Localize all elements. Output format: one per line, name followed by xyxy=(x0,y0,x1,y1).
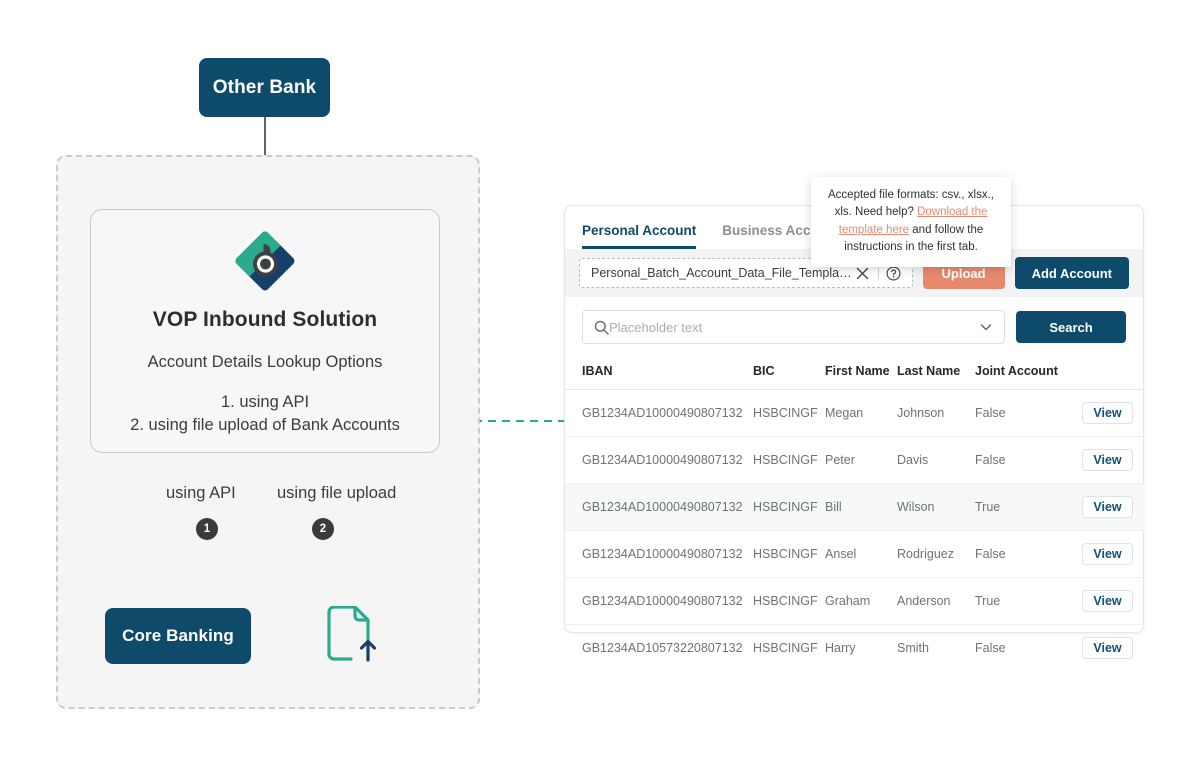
cell-actions: View xyxy=(1070,530,1145,578)
cell-iban: GB1234AD10000490807132 xyxy=(565,436,753,484)
table-row[interactable]: GB1234AD10573220807132 HSBCINGF Harry Smith… xyxy=(565,625,1145,672)
file-upload-icon xyxy=(325,605,377,667)
cell-actions: View xyxy=(1070,389,1145,437)
cell-iban: GB1234AD10573220807132 xyxy=(582,641,743,655)
cell-actions: View xyxy=(1070,625,1145,672)
column-header-actions xyxy=(1070,357,1145,390)
cell-joint-account: False xyxy=(975,436,1070,484)
vop-inbound-solution-card: VOP Inbound Solution Account Details Loo… xyxy=(90,209,440,453)
step-badge-2: 2 xyxy=(312,518,334,540)
cell-actions: View xyxy=(1070,577,1145,625)
cell-actions: View xyxy=(1070,436,1145,484)
file-upload-toolbar: Personal_Batch_Account_Data_File_Templat… xyxy=(565,249,1143,297)
view-button[interactable]: View xyxy=(1082,637,1133,659)
cell-iban: GB1234AD10000490807132 xyxy=(565,577,753,625)
cell-iban: GB1234AD10000490807132 xyxy=(565,389,753,437)
cell-bic: HSBCINGF xyxy=(753,389,825,437)
search-button[interactable]: Search xyxy=(1016,311,1126,343)
search-bar: Search xyxy=(565,297,1143,357)
cell-iban: GB1234AD10000490807132 xyxy=(565,530,753,578)
tooltip-line-1: Accepted file formats: csv., xlsx., xls. xyxy=(828,189,994,219)
chip-divider xyxy=(877,265,879,281)
branch-label-using-file-upload: using file upload xyxy=(277,484,397,502)
chevron-down-icon[interactable] xyxy=(979,320,993,334)
cell-bic: HSBCINGF xyxy=(753,436,825,484)
view-button[interactable]: View xyxy=(1082,449,1133,471)
cell-bic: HSBCINGF xyxy=(753,483,825,531)
cell-first-name: Bill xyxy=(825,483,897,531)
tab-personal-account[interactable]: Personal Account xyxy=(582,223,697,249)
accounts-table: IBAN BIC First Name Last Name Joint Acco… xyxy=(565,357,1145,671)
cell-iban: GB1234AD10000490807132 xyxy=(565,483,753,531)
cell-last-name: Davis xyxy=(897,436,975,484)
cell-joint-account: False xyxy=(975,641,1006,655)
node-core-banking[interactable]: Core Banking xyxy=(105,608,251,664)
view-button[interactable]: View xyxy=(1082,590,1133,612)
cell-joint-account: False xyxy=(975,530,1070,578)
tab-business-account[interactable]: Business Account xyxy=(722,223,840,238)
cell-first-name: Peter xyxy=(825,436,897,484)
accounts-panel: Personal Account Business Account Person… xyxy=(564,205,1145,659)
node-other-bank-label: Other Bank xyxy=(212,76,317,98)
view-button[interactable]: View xyxy=(1082,543,1133,565)
file-format-tooltip: Accepted file formats: csv., xlsx., xls.… xyxy=(811,177,1011,267)
cell-first-name: Megan xyxy=(825,389,897,437)
cell-last-name: Wilson xyxy=(897,483,975,531)
cell-last-name: Smith xyxy=(897,641,929,655)
column-header-first-name: First Name xyxy=(825,357,897,390)
column-header-joint-account: Joint Account xyxy=(975,357,1070,390)
vop-subtitle: Account Details Lookup Options xyxy=(147,353,383,371)
brand-logo-icon xyxy=(234,230,296,292)
table-header-row: IBAN BIC First Name Last Name Joint Acco… xyxy=(565,357,1145,390)
cell-joint-account: True xyxy=(975,483,1070,531)
search-icon xyxy=(594,320,609,335)
node-other-bank[interactable]: Other Bank xyxy=(199,58,330,117)
view-button[interactable]: View xyxy=(1082,402,1133,424)
cell-first-name: Ansel xyxy=(825,530,897,578)
cell-bic: HSBCINGF xyxy=(753,577,825,625)
download-template-link[interactable]: Download the template here xyxy=(838,206,988,236)
vop-title: VOP Inbound Solution xyxy=(152,308,378,331)
cell-joint-account: False xyxy=(975,389,1070,437)
search-input-wrapper[interactable] xyxy=(582,310,1005,344)
column-header-bic: BIC xyxy=(753,357,825,390)
account-type-tabs: Personal Account Business Account xyxy=(565,206,1143,249)
cell-last-name: Anderson xyxy=(897,577,975,625)
selected-file-name: Personal_Batch_Account_Data_File_Templat… xyxy=(591,266,853,280)
cell-joint-account: True xyxy=(975,577,1070,625)
vop-option-2: 2. using file upload of Bank Accounts xyxy=(130,416,400,435)
node-core-banking-label: Core Banking xyxy=(122,626,234,645)
tooltip-line-2-pre: Need help? xyxy=(855,206,918,219)
cell-bic: HSBCINGF xyxy=(753,641,818,655)
column-header-last-name: Last Name xyxy=(897,357,975,390)
close-icon[interactable] xyxy=(853,263,873,283)
step-badge-1: 1 xyxy=(196,518,218,540)
cell-actions: View xyxy=(1070,483,1145,531)
cell-last-name: Johnson xyxy=(897,389,975,437)
column-header-iban: IBAN xyxy=(565,357,753,390)
branch-label-using-api: using API xyxy=(166,484,236,502)
cell-last-name: Rodriguez xyxy=(897,530,975,578)
vop-options: 1. using API 2. using file upload of Ban… xyxy=(130,391,400,438)
search-input[interactable] xyxy=(609,319,979,335)
view-button[interactable]: View xyxy=(1082,496,1133,518)
vop-option-1: 1. using API xyxy=(220,393,310,411)
cell-first-name: Graham xyxy=(825,577,897,625)
tooltip-line-2-post: and follow the instructions in the first… xyxy=(844,223,984,253)
cell-bic: HSBCINGF xyxy=(753,530,825,578)
cell-first-name: Harry xyxy=(825,641,856,655)
add-account-button[interactable]: Add Account xyxy=(1014,257,1129,289)
